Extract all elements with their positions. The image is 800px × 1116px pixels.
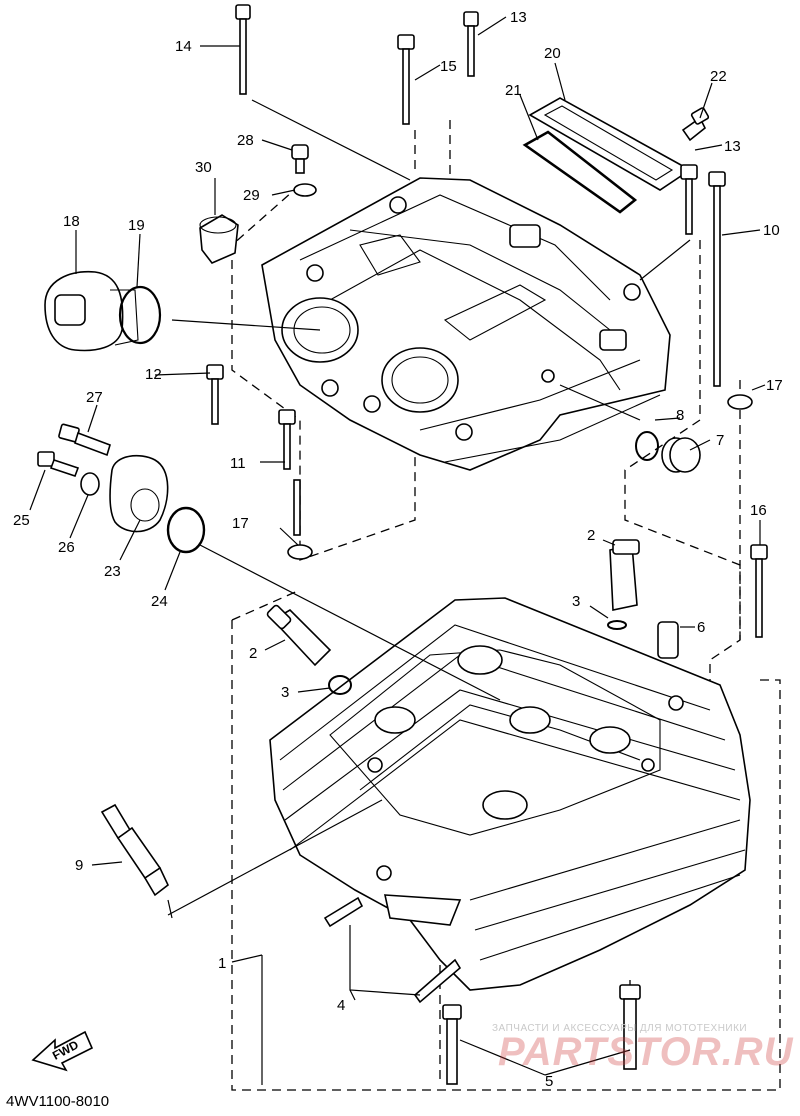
callout-5: 5 — [545, 1073, 553, 1090]
callout-17-top: 17 — [766, 377, 783, 394]
callout-23: 23 — [104, 563, 121, 580]
callout-8: 8 — [676, 407, 684, 424]
callout-6: 6 — [697, 619, 705, 636]
callout-12: 12 — [145, 366, 162, 383]
callout-3-left: 3 — [281, 684, 289, 701]
callout-22: 22 — [710, 68, 727, 85]
callout-21: 21 — [505, 82, 522, 99]
callout-1: 1 — [218, 955, 226, 972]
callout-2-left: 2 — [249, 645, 257, 662]
callout-10: 10 — [763, 222, 780, 239]
small-parts — [31, 4, 768, 1085]
callout-20: 20 — [544, 45, 561, 62]
watermark-tagline: ЗАПЧАСТИ И АКСЕССУАРЫ ДЛЯ МОТОТЕХНИКИ — [492, 1023, 748, 1034]
callout-labels: 14 13 15 20 21 22 28 13 30 29 10 18 19 1… — [13, 9, 783, 1090]
watermark-logo: PARTSTOR.RU — [498, 1030, 794, 1074]
callout-30: 30 — [195, 159, 212, 176]
assembly-dashed-lines — [231, 120, 781, 1091]
callout-15: 15 — [440, 58, 457, 75]
callout-11: 11 — [230, 455, 246, 472]
cylinder-head-cover — [261, 177, 671, 471]
callout-13-right: 13 — [724, 138, 741, 155]
callout-3-right: 3 — [572, 593, 580, 610]
callout-16: 16 — [750, 502, 767, 519]
callout-29: 29 — [243, 187, 260, 204]
callout-24: 24 — [151, 593, 168, 610]
callout-25: 25 — [13, 512, 30, 529]
callout-4: 4 — [337, 997, 345, 1014]
callout-26: 26 — [58, 539, 75, 556]
callout-18: 18 — [63, 213, 80, 230]
callout-28: 28 — [237, 132, 254, 149]
callout-14: 14 — [175, 38, 192, 55]
callout-19: 19 — [128, 217, 145, 234]
callout-7: 7 — [716, 432, 724, 449]
diagram-code: 4WV1100-8010 — [6, 1093, 110, 1110]
callout-17-bottom: 17 — [232, 515, 249, 532]
callout-13-top: 13 — [510, 9, 527, 26]
leader-lines — [29, 16, 766, 1085]
cylinder-head — [269, 597, 751, 991]
callout-27: 27 — [86, 389, 103, 406]
callout-9: 9 — [75, 857, 83, 874]
callout-2-right: 2 — [587, 527, 595, 544]
